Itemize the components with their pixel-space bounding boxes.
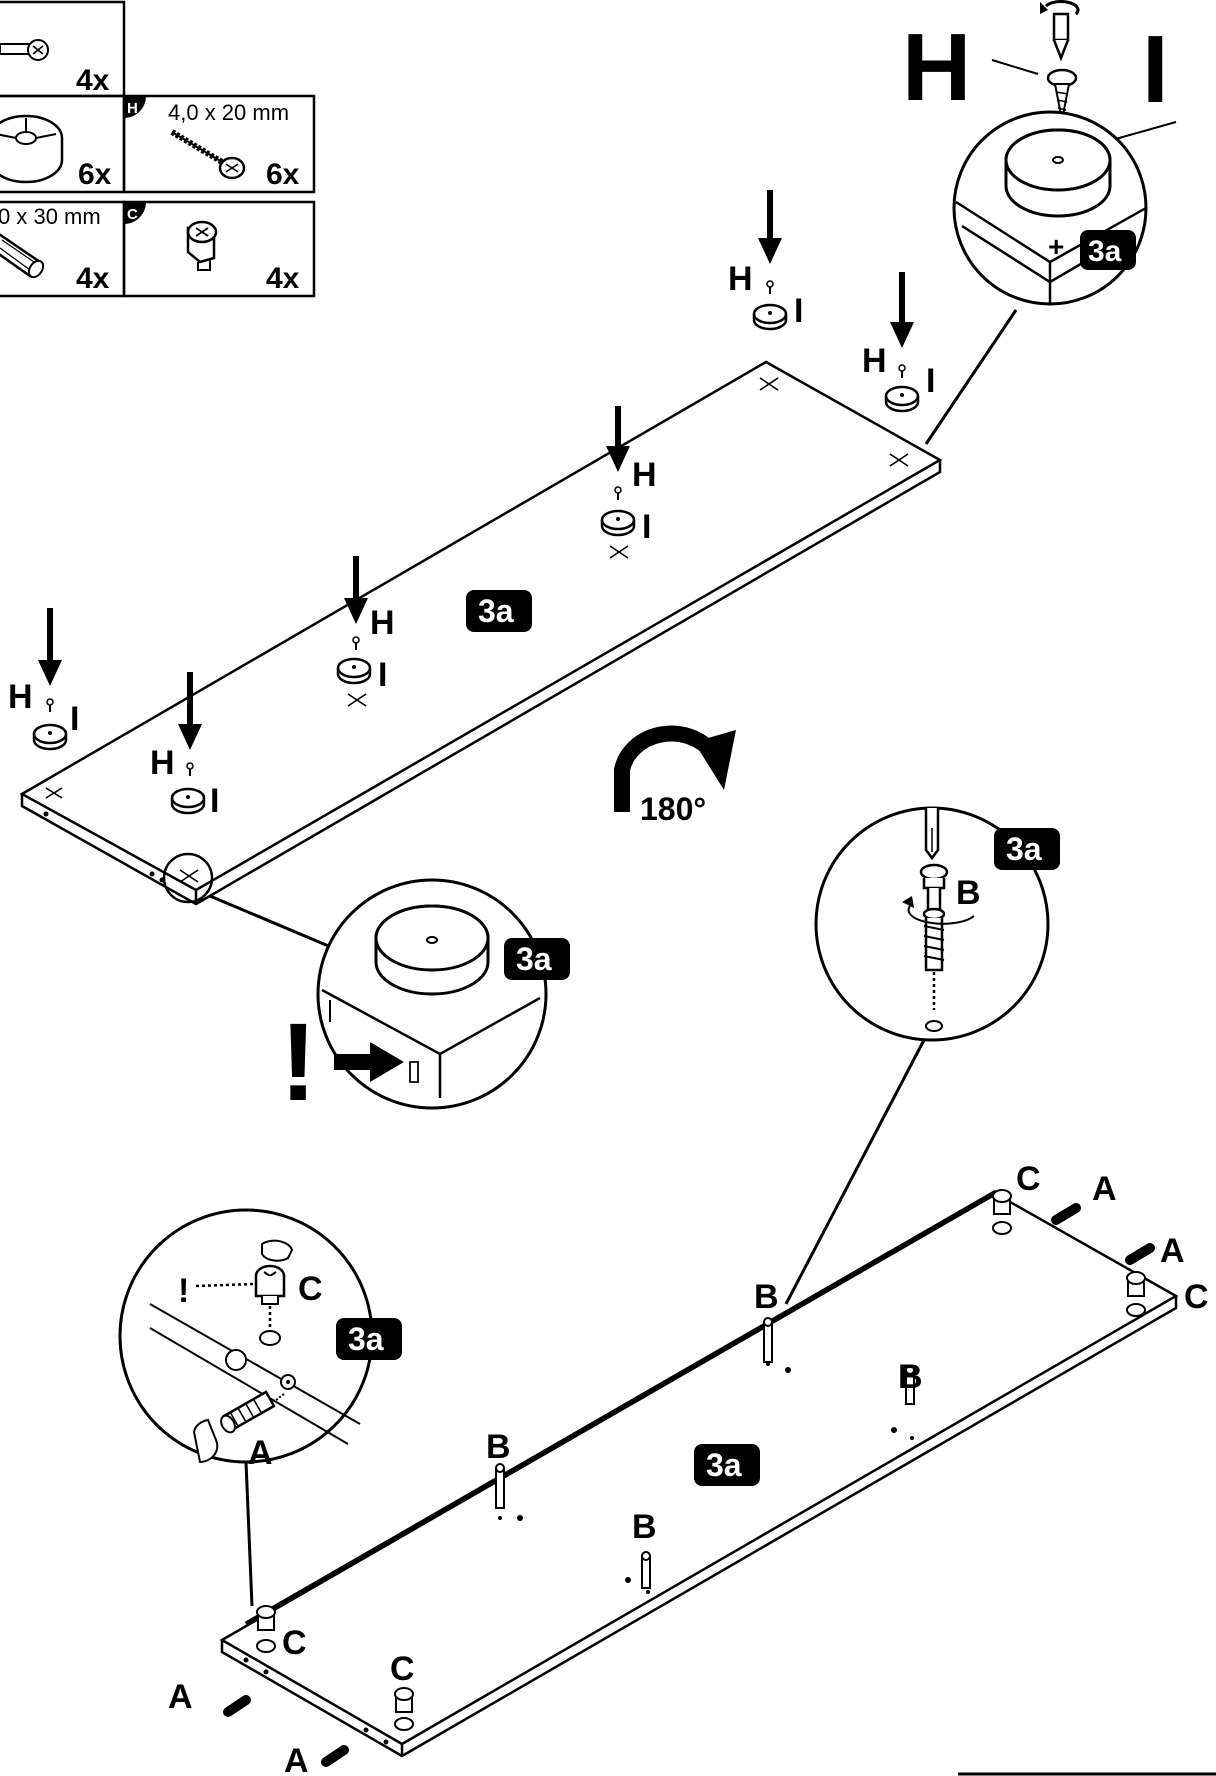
step-badge-lower: 3a <box>694 1444 760 1486</box>
dowel-icon <box>0 233 45 279</box>
glide-disc-icon <box>0 114 64 184</box>
cam-lock-placement-1: C <box>256 1605 307 1662</box>
middle-detail-circle: 3a <box>316 878 570 1110</box>
plus-mark: + <box>1048 231 1064 262</box>
svg-text:B: B <box>754 1278 779 1316</box>
corner-tab-c <box>124 202 146 224</box>
svg-text:3a: 3a <box>348 1321 384 1357</box>
cam-lock-placement-4: C <box>1126 1271 1209 1317</box>
detail-label-i: I <box>1142 16 1169 123</box>
svg-text:B: B <box>632 1508 657 1546</box>
glide-placement-4: H I <box>600 406 657 546</box>
dowel-placement-4: A <box>1125 1232 1185 1270</box>
leader-line-right <box>784 1039 926 1305</box>
glide-placement-3: H I <box>336 556 395 694</box>
corner-tab-h <box>124 96 146 118</box>
svg-text:B: B <box>486 1428 511 1466</box>
svg-text:B: B <box>898 1358 923 1396</box>
svg-text:H: H <box>862 342 887 380</box>
step-badge-right-detail: 3a <box>994 828 1060 870</box>
detail-warning: ! <box>178 1272 189 1310</box>
cam-lock-icon <box>186 220 218 271</box>
svg-text:H: H <box>728 260 753 298</box>
cam-bolt-icon <box>0 39 49 61</box>
svg-text:H: H <box>370 604 395 642</box>
cam-lock-placement-2: C <box>390 1650 415 1731</box>
left-detail-circle: ! C A 3a <box>118 1208 402 1472</box>
corner-highlight <box>162 852 214 904</box>
warning-mark: ! <box>280 1001 404 1124</box>
corner-letter-h: H <box>127 100 138 117</box>
row3-count-left: 4x <box>76 262 110 295</box>
screw-h-spec: 4,0 x 20 mm <box>168 100 289 125</box>
top-detail-circle: H I + 3a <box>902 0 1177 306</box>
glide-placement-5: H I <box>728 190 803 331</box>
detail-label-a: A <box>248 1434 273 1472</box>
svg-text:C: C <box>1184 1278 1209 1316</box>
dowel-placement-3: A <box>1051 1170 1117 1225</box>
leader-line-left <box>244 1461 254 1607</box>
svg-text:3a: 3a <box>1088 235 1122 268</box>
cam-bolt-placement-1: B <box>486 1428 523 1521</box>
svg-text:I: I <box>642 508 651 546</box>
svg-text:A: A <box>1160 1232 1185 1270</box>
detail-label-b: B <box>956 874 981 912</box>
svg-text:I: I <box>70 700 79 738</box>
svg-text:A: A <box>1092 1170 1117 1208</box>
svg-text:I: I <box>378 656 387 694</box>
rotate-label: 180° <box>640 791 706 827</box>
step-badge-left-detail: 3a <box>336 1318 402 1360</box>
cam-bolt-placement-2: B <box>625 1508 657 1594</box>
svg-text:3a: 3a <box>706 1447 742 1483</box>
row2-count-left: 6x <box>78 158 112 191</box>
detail-label-c: C <box>298 1270 323 1308</box>
svg-text:3a: 3a <box>478 593 514 629</box>
svg-text:3a: 3a <box>516 941 552 977</box>
svg-text:H: H <box>150 744 175 782</box>
cam-bolt-placement-3: B <box>754 1278 791 1373</box>
step-badge-upper: 3a <box>466 590 532 632</box>
glide-placement-6: H I <box>862 272 935 413</box>
right-detail-circle: B 3a <box>814 806 1060 1042</box>
svg-text:C: C <box>282 1624 307 1662</box>
leader-line-mid <box>209 894 339 952</box>
svg-text:3a: 3a <box>1006 831 1042 867</box>
corner-letter-c: C <box>127 206 138 223</box>
svg-text:I: I <box>794 292 803 330</box>
detail-label-h: H <box>902 14 971 121</box>
rotate-180-icon: 180° <box>614 725 736 827</box>
warning-exclamation: ! <box>280 1001 317 1124</box>
dowel-placement-2: A <box>284 1742 349 1776</box>
wood-screw-icon <box>170 129 246 180</box>
svg-text:A: A <box>168 1678 193 1716</box>
dowel-spec: 0 x 30 mm <box>0 204 101 229</box>
step-badge-middle-detail: 3a <box>504 938 570 980</box>
glide-placement-2: H I <box>150 672 219 820</box>
cam-lock-count: 4x <box>266 262 300 295</box>
step-badge-top-detail: 3a <box>1080 230 1136 270</box>
svg-text:I: I <box>926 362 935 400</box>
parts-table: 4x 6x H 4,0 x 20 mm 6x 0 x 30 mm 4x <box>0 0 316 298</box>
cam-bolt-placement-4: B <box>891 1358 923 1440</box>
upper-board <box>19 360 943 906</box>
svg-text:C: C <box>390 1650 415 1688</box>
row1-count: 4x <box>76 64 110 97</box>
svg-text:C: C <box>1016 1160 1041 1198</box>
svg-text:A: A <box>284 1742 309 1776</box>
cam-lock-placement-3: C <box>992 1160 1041 1235</box>
svg-text:I: I <box>210 782 219 820</box>
leader-line-top <box>924 309 1018 445</box>
svg-text:H: H <box>632 456 657 494</box>
screw-h-detail-icon <box>1046 68 1078 121</box>
glide-placement-1: H I <box>8 608 79 751</box>
screwdriver-icon <box>1040 0 1080 62</box>
svg-text:H: H <box>8 678 33 716</box>
screw-h-count: 6x <box>266 158 300 191</box>
dowel-placement-1: A <box>168 1678 251 1717</box>
